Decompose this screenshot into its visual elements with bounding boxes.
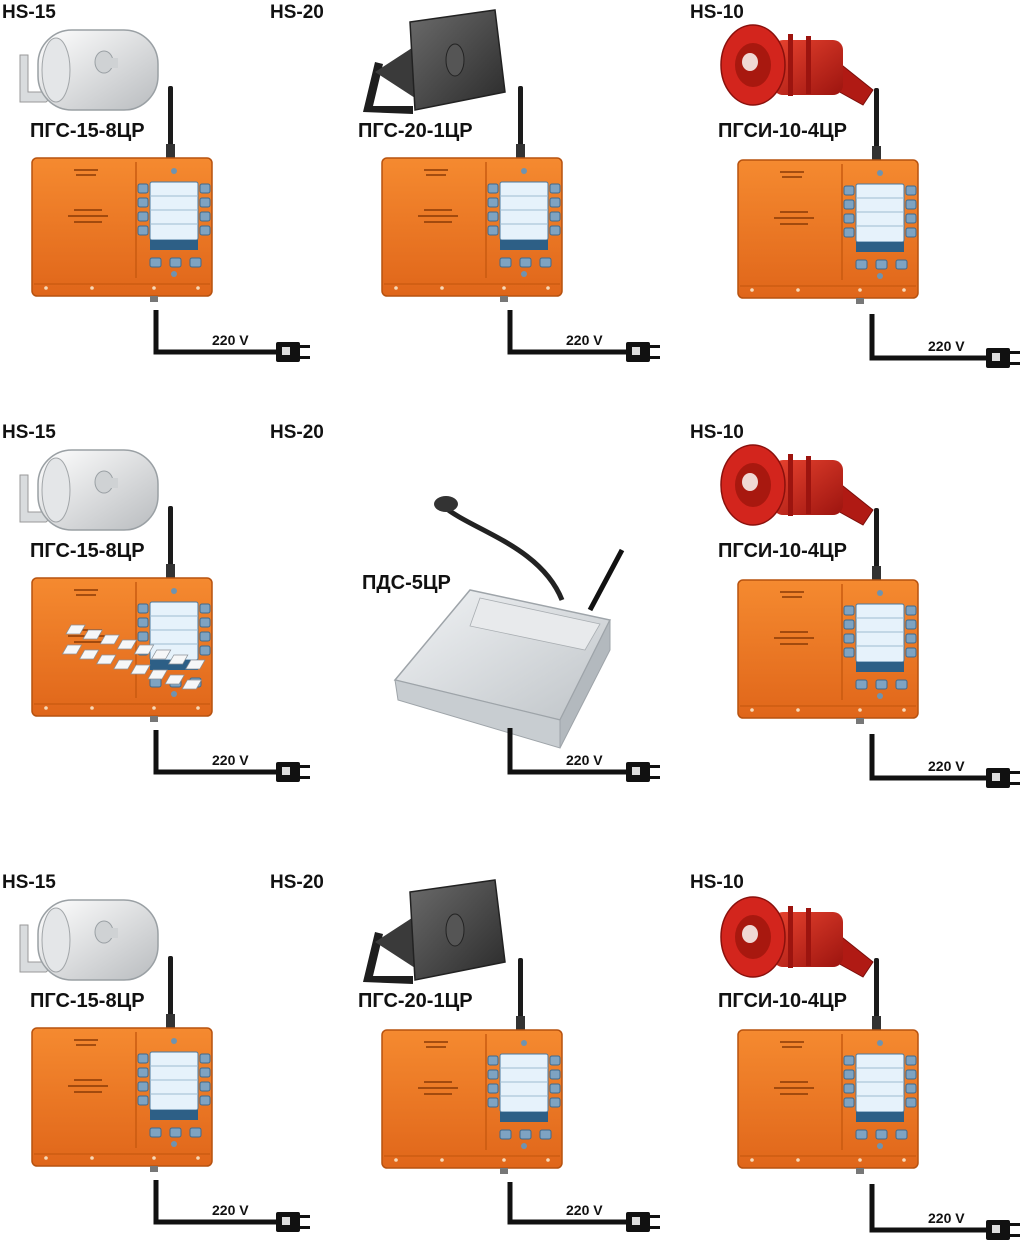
red-siren-speaker-icon [720, 24, 874, 106]
voltage-label: 220 V [212, 752, 249, 768]
white-horn-speaker-icon [19, 899, 159, 981]
power-plug-icon [986, 1220, 1020, 1240]
voltage-label: 220 V [928, 1210, 965, 1226]
dark-horn-speaker-icon [362, 9, 506, 115]
speaker-label: HS-20 [270, 2, 324, 23]
speaker-label: HS-20 [270, 872, 324, 893]
voltage-label: 220 V [566, 1202, 603, 1218]
device-label: ПГСИ-10-4ЦР [718, 540, 847, 562]
voltage-label: 220 V [928, 758, 965, 774]
speaker-label: HS-15 [2, 2, 56, 23]
power-plug-icon [626, 1212, 660, 1232]
power-plug-icon [626, 762, 660, 782]
device-label: ПГС-20-1ЦР [358, 120, 473, 142]
device-label: ПГС-15-8ЦР [30, 990, 145, 1012]
dark-horn-speaker-icon [362, 879, 506, 985]
speaker-label: HS-10 [690, 2, 744, 23]
orange-intercom-panel-icon [31, 955, 213, 1173]
white-horn-speaker-icon [19, 449, 159, 531]
red-siren-speaker-icon [720, 444, 874, 526]
device-label: ПГС-15-8ЦР [30, 120, 145, 142]
power-cables [153, 310, 990, 1233]
device-label: ПГС-20-1ЦР [358, 990, 473, 1012]
red-siren-speaker-icon [720, 896, 874, 978]
speaker-label: HS-15 [2, 422, 56, 443]
console-microphone-icon [61, 496, 625, 749]
speaker-label: HS-20 [270, 422, 324, 443]
power-plug-icon [276, 762, 310, 782]
speaker-label: HS-15 [2, 872, 56, 893]
orange-intercom-panel-icon [381, 85, 563, 303]
voltage-label: 220 V [566, 332, 603, 348]
power-plug-icon [986, 768, 1020, 788]
voltage-label: 220 V [566, 752, 603, 768]
power-plug-icon [986, 348, 1020, 368]
orange-intercom-panel-icon [31, 505, 213, 723]
speaker-label: HS-10 [690, 872, 744, 893]
white-horn-speaker-icon [19, 29, 159, 111]
voltage-label: 220 V [212, 1202, 249, 1218]
device-label: ПГС-15-8ЦР [30, 540, 145, 562]
power-plug-icon [276, 342, 310, 362]
device-label: ПГСИ-10-4ЦР [718, 120, 847, 142]
speaker-label: HS-10 [690, 422, 744, 443]
voltage-label: 220 V [212, 332, 249, 348]
device-label: ПДС-5ЦР [362, 572, 451, 594]
device-label: ПГСИ-10-4ЦР [718, 990, 847, 1012]
power-plug-icon [276, 1212, 310, 1232]
power-plug-icon [626, 342, 660, 362]
orange-intercom-panel-icon [31, 85, 213, 303]
voltage-label: 220 V [928, 338, 965, 354]
